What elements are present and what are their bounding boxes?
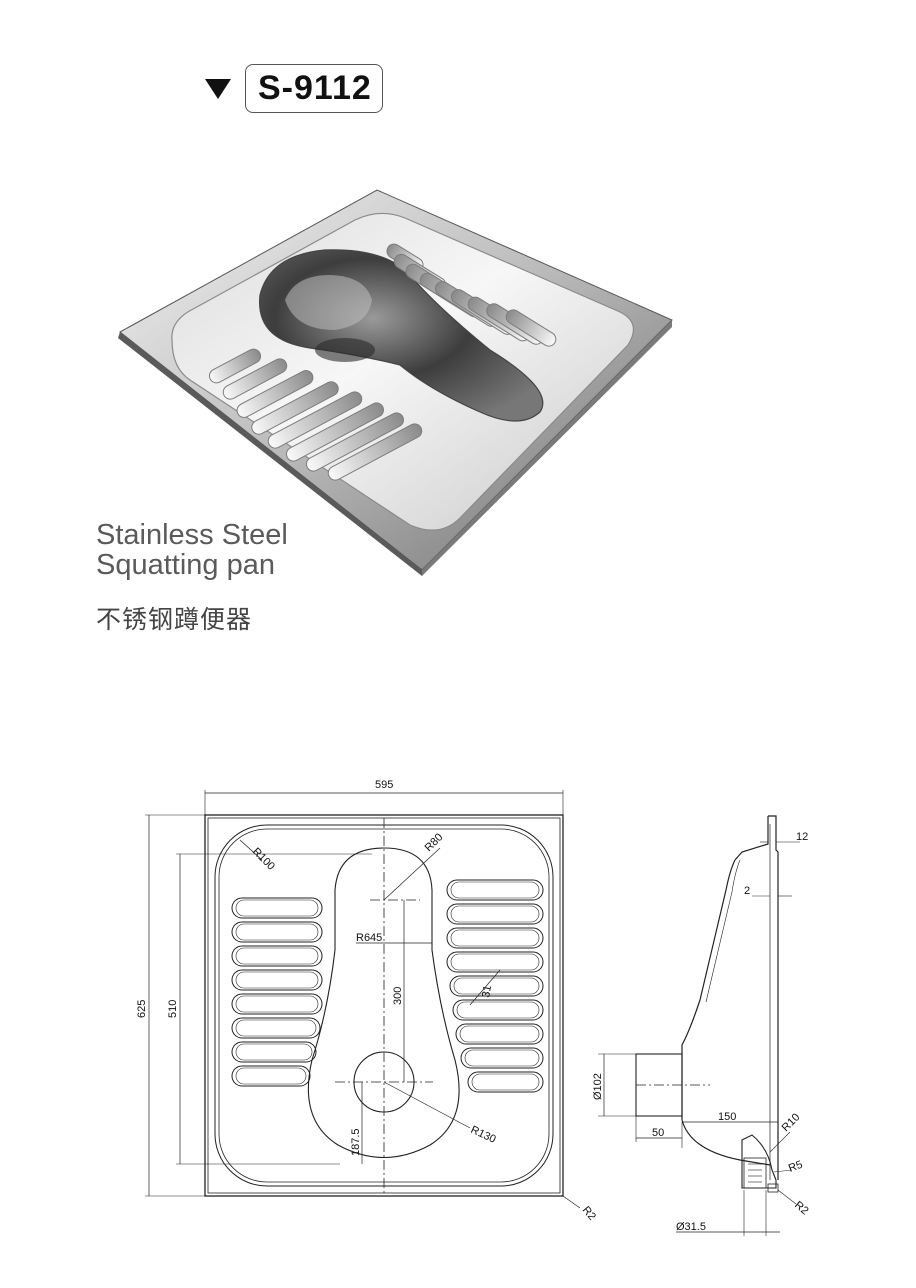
dim-2-label: 2 <box>744 885 750 897</box>
dim-300-label: 300 <box>392 987 404 1005</box>
dim-31-label: 31 <box>480 984 494 998</box>
dim-length-label: 625 <box>136 1000 148 1018</box>
triangle-down-icon <box>205 78 231 99</box>
dim-r2-side-label: R2 <box>792 1199 810 1217</box>
dim-r80-label: R80 <box>423 831 446 854</box>
dim-d102-label: Ø102 <box>592 1073 604 1100</box>
dim-d315-label: Ø31.5 <box>676 1221 706 1233</box>
chinese-caption: 不锈钢蹲便器 <box>96 605 253 634</box>
caption-line-1: Stainless Steel <box>96 519 288 551</box>
dim-150-label: 150 <box>718 1111 736 1123</box>
english-caption: Stainless Steel Squatting pan <box>96 520 288 580</box>
dim-r5-label: R5 <box>787 1159 804 1175</box>
dim-r100-label: R100 <box>250 846 277 873</box>
dim-r2-label: R2 <box>580 1204 598 1222</box>
dim-width-label: 595 <box>375 779 393 791</box>
dim-inner-length-label: 510 <box>167 1000 179 1018</box>
caption-line-2: Squatting pan <box>96 549 275 581</box>
dim-12-label: 12 <box>796 831 808 843</box>
dim-r10-label: R10 <box>780 1111 803 1134</box>
dim-r645-label: R645 <box>356 932 382 944</box>
model-number: S-9112 <box>245 64 383 113</box>
dim-187-label: 187.5 <box>350 1128 362 1156</box>
technical-drawing: 595 625 510 R100 R80 R645 300 31 R130 18… <box>136 779 811 1236</box>
side-view <box>598 815 800 1236</box>
plan-view <box>145 790 581 1209</box>
squat-pan-photo <box>118 189 673 576</box>
dim-r130-label: R130 <box>469 1124 498 1146</box>
dim-50-label: 50 <box>652 1127 664 1139</box>
model-header: S-9112 <box>205 64 383 113</box>
